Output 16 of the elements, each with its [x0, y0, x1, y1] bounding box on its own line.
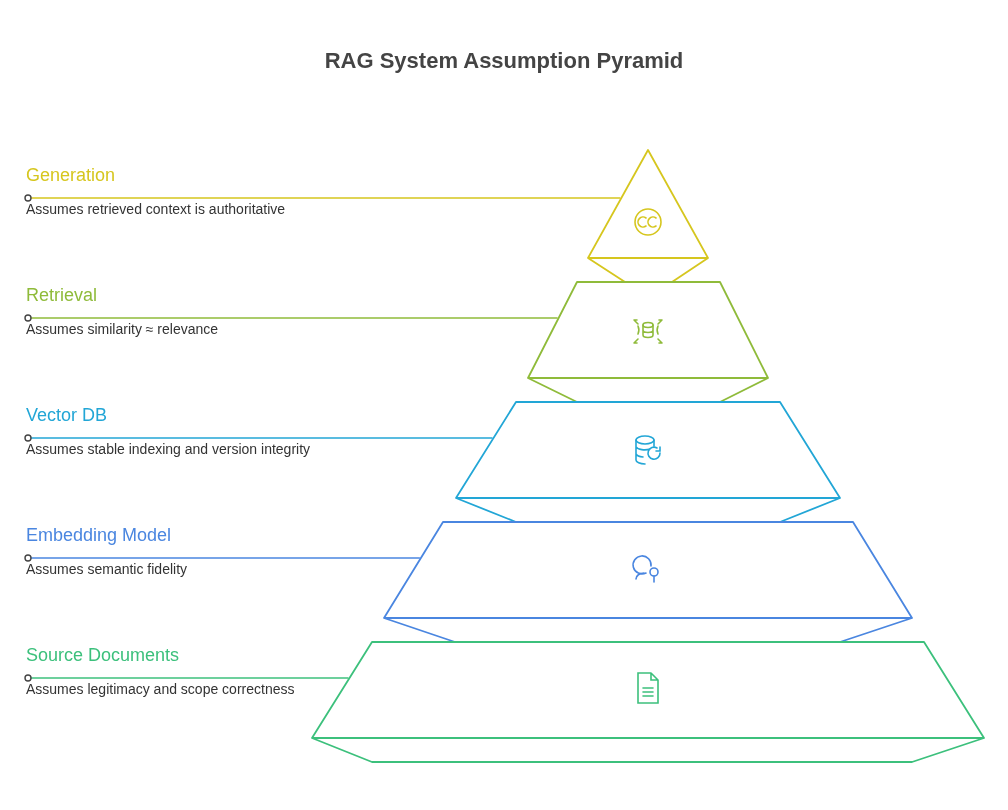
layer-heading: Generation — [26, 164, 116, 186]
layer-description: Assumes legitimacy and scope correctness — [26, 680, 296, 699]
layer-heading: Retrieval — [26, 284, 98, 306]
leader-line — [24, 554, 421, 562]
layer-description: Assumes retrieved context is authoritative — [26, 200, 287, 219]
layer-description: Assumes semantic fidelity — [26, 560, 189, 579]
leader-line — [24, 194, 622, 202]
layer-heading: Vector DB — [26, 404, 108, 426]
layer-description: Assumes stable indexing and version integrity — [26, 440, 312, 459]
layer-description: Assumes similarity ≈ relevance — [26, 320, 220, 339]
layer-heading: Source Documents — [26, 644, 180, 666]
layer-heading: Embedding Model — [26, 524, 172, 546]
leader-line — [24, 314, 559, 322]
leader-line — [24, 674, 350, 682]
diagram-title: RAG System Assumption Pyramid — [324, 48, 684, 73]
leader-line — [24, 434, 494, 442]
